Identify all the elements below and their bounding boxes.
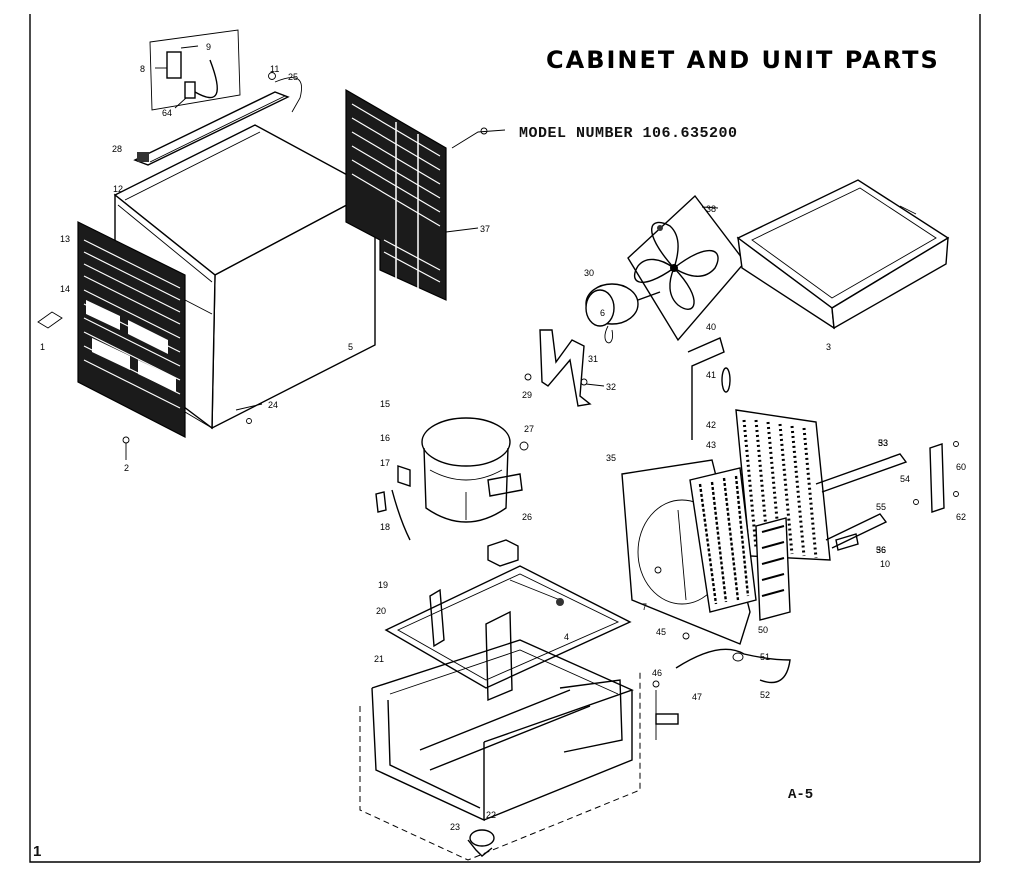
- mounting-block: [487, 539, 519, 567]
- callout-21: 21: [374, 654, 384, 664]
- callout-12: 12: [113, 184, 123, 194]
- callout-1: 1: [40, 342, 45, 352]
- callout-45: 45: [656, 627, 666, 637]
- callout-19: 19: [378, 580, 388, 590]
- callout-11: 11: [270, 64, 279, 74]
- callout-5: 5: [348, 342, 353, 352]
- callout-labels: 1 2 3 4 5 6 7 8 9 10 11 12 13 14 15 16 1…: [40, 42, 966, 832]
- callout-29: 29: [522, 390, 532, 400]
- condenser-coil: [735, 409, 831, 561]
- callout-23: 23: [450, 822, 460, 832]
- callout-42: 42: [706, 420, 716, 430]
- tray-dashed-outline: [359, 670, 641, 861]
- callout-38: 38: [706, 204, 716, 214]
- top-rail-strip: [133, 72, 302, 166]
- rear-grille: [345, 88, 506, 301]
- callout-36: 36: [876, 545, 886, 555]
- fan-shroud: [627, 194, 746, 342]
- diagram-title: CABINET AND UNIT PARTS: [546, 46, 940, 74]
- callout-28: 28: [112, 144, 122, 154]
- callout-8: 8: [140, 64, 145, 74]
- compressor: [375, 417, 529, 541]
- callout-13: 13: [60, 234, 70, 244]
- callout-18: 18: [380, 522, 390, 532]
- brace-rails: [815, 441, 959, 551]
- page-reference: A-5: [788, 787, 814, 803]
- front-grille: [37, 221, 263, 460]
- callout-46: 46: [652, 668, 662, 678]
- callout-47: 47: [692, 692, 702, 702]
- callout-51: 51: [760, 652, 770, 662]
- callout-4: 4: [564, 632, 569, 642]
- tubing-and-parts: [652, 648, 791, 740]
- callout-52: 52: [760, 690, 770, 700]
- callout-17: 17: [380, 458, 390, 468]
- callout-60: 60: [956, 462, 966, 472]
- callout-26: 26: [522, 512, 532, 522]
- callout-35: 35: [606, 453, 616, 463]
- callout-56: 56: [876, 545, 886, 555]
- control-box-assembly: [149, 29, 241, 111]
- callout-32: 32: [606, 382, 616, 392]
- callout-62: 62: [956, 512, 966, 522]
- callout-54: 54: [900, 474, 910, 484]
- callout-43: 43: [706, 440, 716, 450]
- leveling-feet: [467, 829, 495, 857]
- model-number-label: MODEL NUMBER 106.635200: [519, 125, 738, 142]
- callout-22: 22: [486, 810, 496, 820]
- compressor-base-plate: [384, 565, 632, 702]
- capillary-tube: [687, 337, 731, 440]
- callout-37: 37: [480, 224, 490, 234]
- callout-40: 40: [706, 322, 716, 332]
- callout-31: 31: [588, 354, 598, 364]
- page-number: 1: [33, 843, 42, 860]
- callout-3: 3: [826, 342, 831, 352]
- callout-14: 14: [60, 284, 70, 294]
- page-frame: [29, 14, 981, 863]
- lower-frame: [371, 639, 634, 822]
- callout-7: 7: [642, 602, 647, 612]
- callout-53: 53: [878, 438, 888, 448]
- callout-16: 16: [380, 433, 390, 443]
- callout-2: 2: [124, 463, 129, 473]
- callout-24: 24: [268, 400, 278, 410]
- callout-64: 64: [162, 108, 172, 118]
- callout-41: 41: [706, 370, 716, 380]
- callout-6: 6: [600, 308, 605, 318]
- fan-motor: [585, 283, 661, 344]
- base-pan: [736, 179, 950, 330]
- evaporator-coil: [689, 467, 791, 621]
- callout-27: 27: [524, 424, 534, 434]
- callout-15: 15: [380, 399, 390, 409]
- callout-55: 55: [876, 502, 886, 512]
- callout-20: 20: [376, 606, 386, 616]
- callout-30: 30: [584, 268, 594, 278]
- callout-25: 25: [288, 72, 298, 82]
- callout-33: 33: [878, 438, 888, 448]
- callout-10: 10: [880, 559, 890, 569]
- motor-bracket: [524, 329, 605, 407]
- callout-50: 50: [758, 625, 768, 635]
- callout-9: 9: [206, 42, 211, 52]
